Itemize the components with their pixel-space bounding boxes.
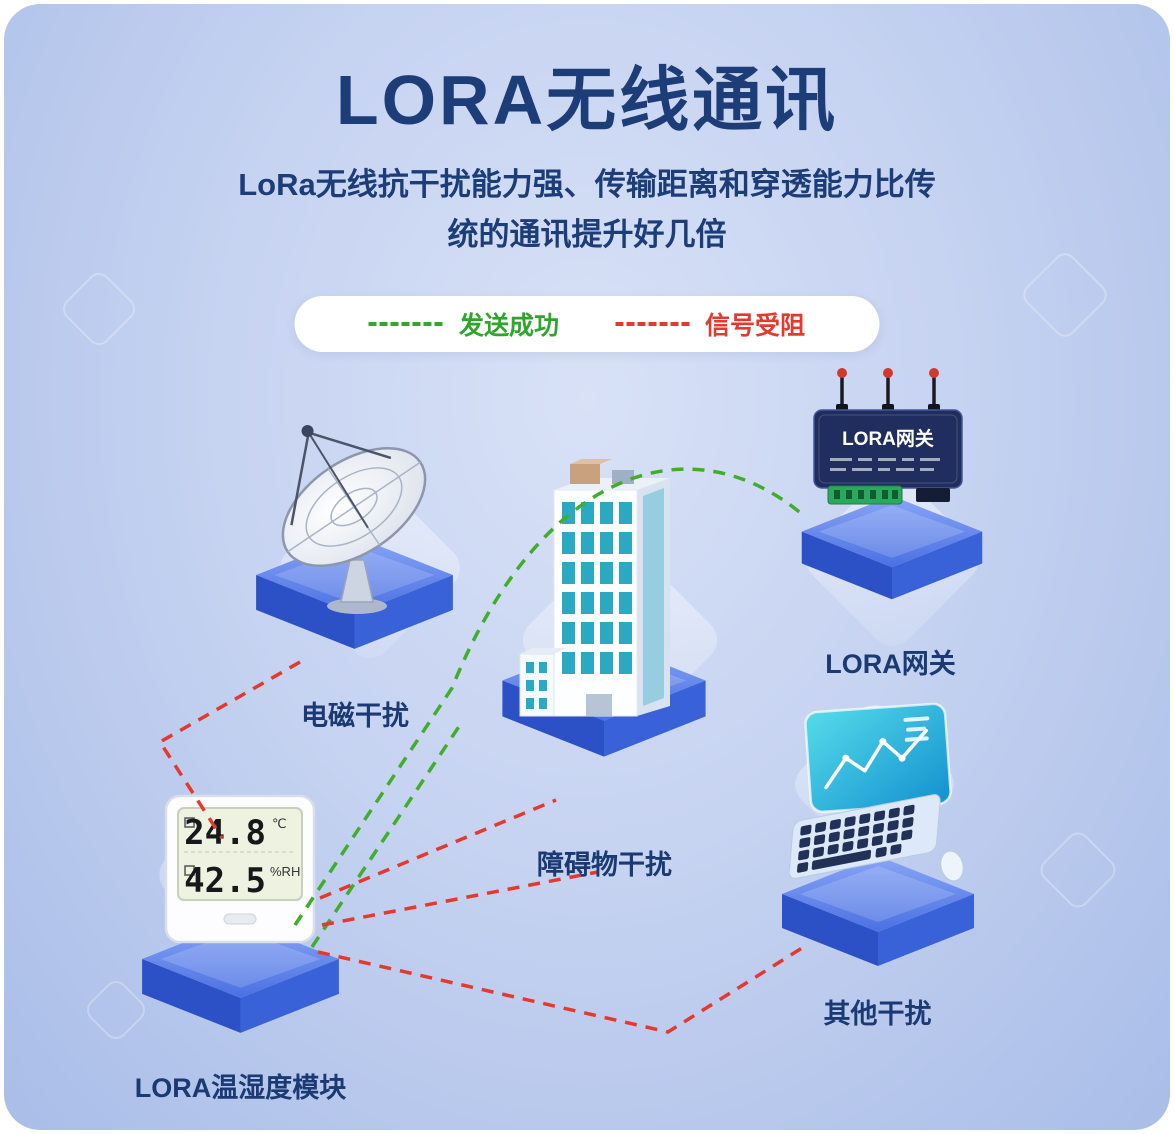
label-gateway: LORA网关 [825,649,956,679]
building-annex [519,653,555,717]
roof-box [570,464,600,484]
monitor-illustration [788,702,964,882]
label-other: 其他干扰 [823,999,932,1029]
antenna-icon [836,368,940,412]
green-dash-icon [368,322,443,326]
mouse-icon [940,850,964,882]
page-title: LORA无线通讯 [335,61,839,139]
temp-humidity-module: 24.8 ℃ 42.5 %RH [164,794,316,944]
label-dish: 电磁干扰 [301,701,409,731]
building-entrance [586,694,612,716]
label-module: LORA温湿度模块 [134,1073,347,1103]
gateway-device-label: LORA网关 [842,427,934,450]
chart-line [824,728,928,790]
subtitle: LoRa无线抗干扰能力强、传输距离和穿透能力比传 统的通讯提升好几倍 [0,160,1174,260]
dish-feed-icon [301,424,314,437]
keyboard-icon [788,794,941,879]
legend: 发送成功 信号受阻 [294,296,880,352]
building-illustration [519,459,670,717]
satellite-dish-illustration [281,424,427,614]
lcd-humidity-unit: %RH [270,864,300,879]
gateway-port [916,488,950,502]
lora-gateway-device: LORA网关 [813,368,963,505]
label-building: 障碍物干扰 [537,850,672,880]
lcd-humidity-value: 42.5 [184,861,266,901]
legend-blocked-label: 信号受阻 [705,312,806,340]
subtitle-line-2: 统的通讯提升好几倍 [447,217,727,253]
subtitle-line-1: LoRa无线抗干扰能力强、传输距离和穿透能力比传 [238,167,936,202]
module-button [223,913,257,925]
gateway-ports-text [830,458,940,471]
legend-success-label: 发送成功 [458,312,559,340]
dish-stand [340,559,374,603]
lcd-temp-unit: ℃ [272,816,287,831]
screen-list-lines [903,716,930,742]
red-dash-icon [615,322,689,326]
lcd-temp-value: 24.8 [184,813,266,853]
